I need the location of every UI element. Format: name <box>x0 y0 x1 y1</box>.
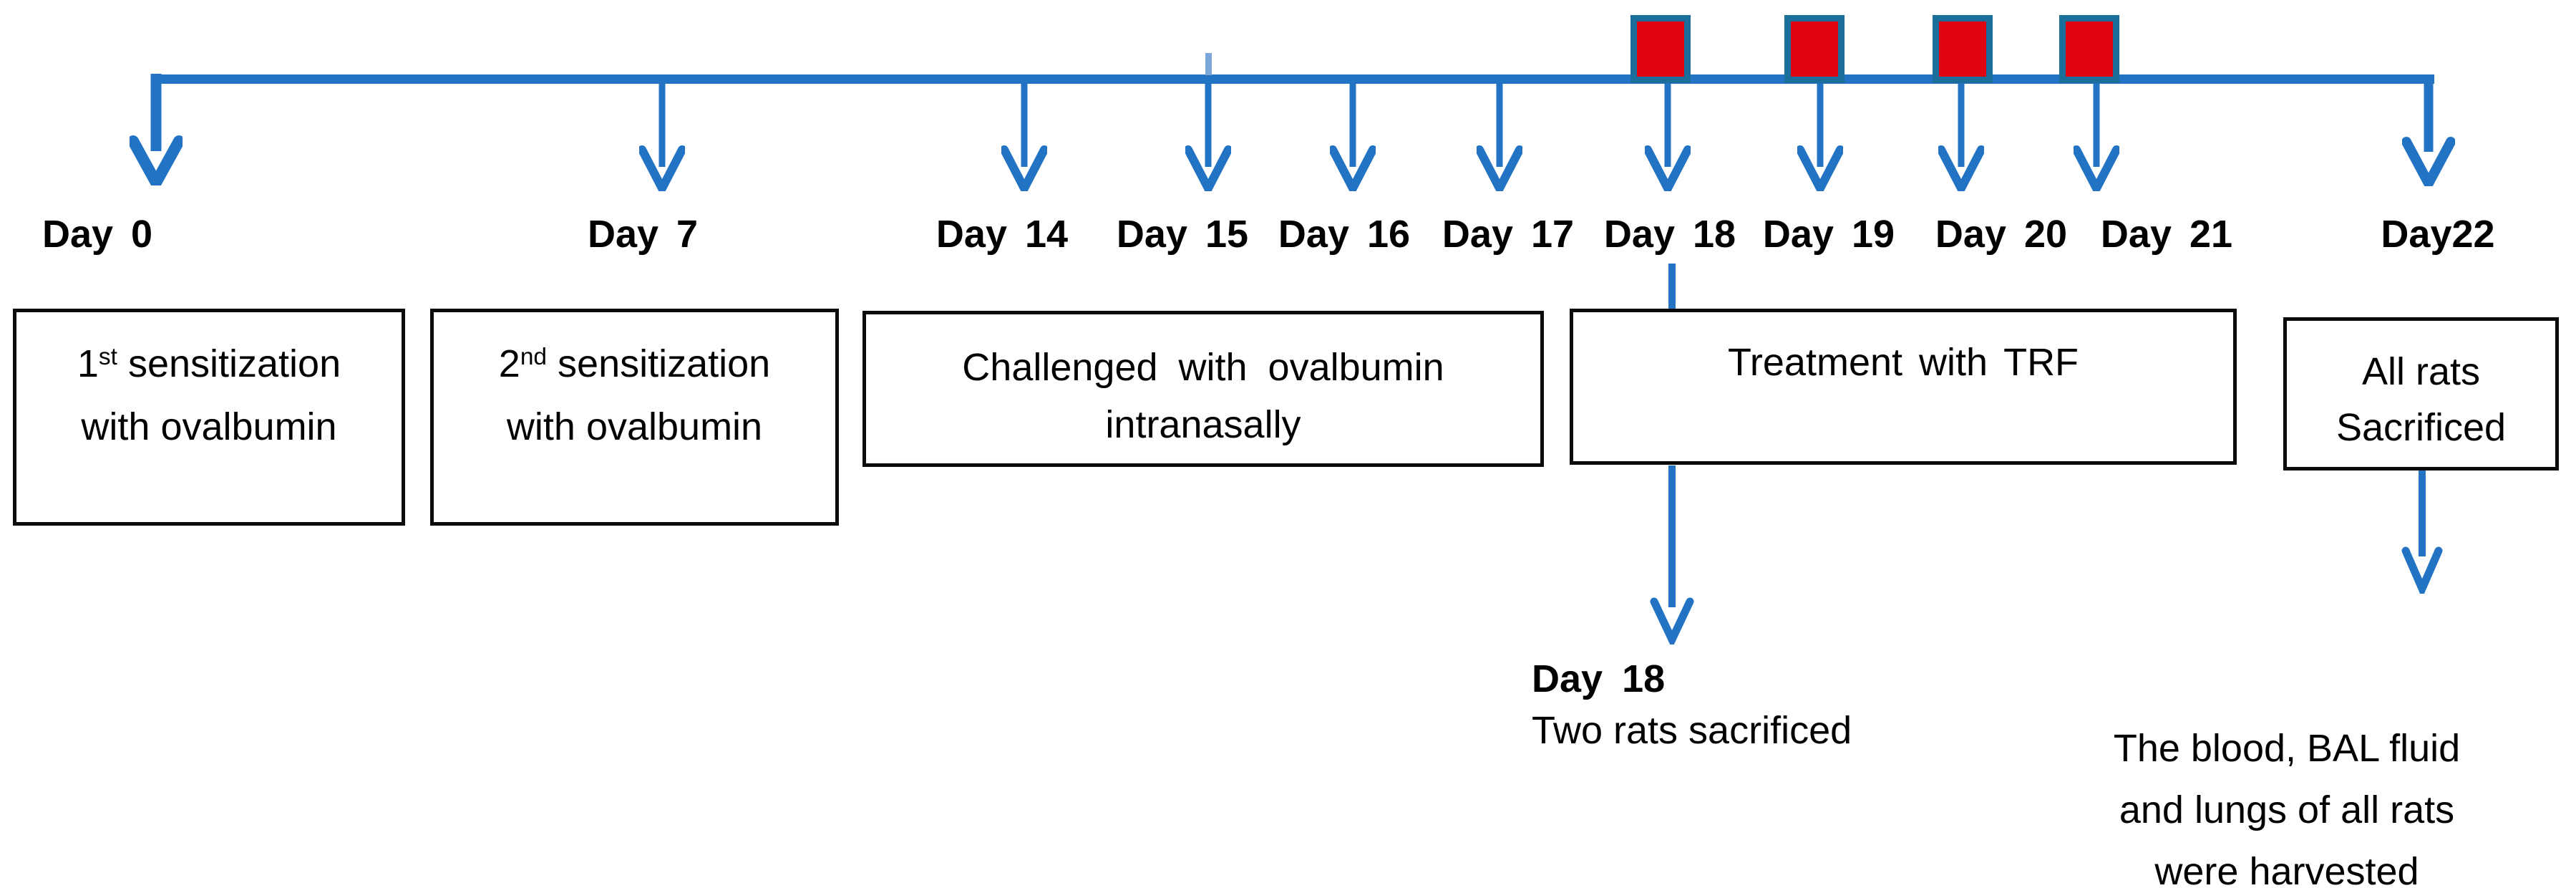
box-text-line: with ovalbumin <box>506 405 763 448</box>
day-label-16: Day 16 <box>1278 213 1411 256</box>
down-arrow-treatment-to-day18-note-icon <box>1650 465 1694 645</box>
down-arrow-day18-icon <box>1645 84 1691 191</box>
day-label-15: Day 15 <box>1116 213 1249 256</box>
box-text-line: 2nd sensitization <box>498 342 771 385</box>
box-text-line: 1st sensitization <box>77 342 341 385</box>
day18-note-subtitle: Two rats sacrificed <box>1532 709 1852 752</box>
box-text-line: Challenged with ovalbumin <box>962 346 1444 389</box>
harvest-note-line: were harvested <box>2154 850 2419 888</box>
day15-tick <box>1205 53 1212 75</box>
box-text-line: All rats <box>2361 350 2481 393</box>
day-label-21: Day 21 <box>2100 213 2233 256</box>
down-arrow-day16-icon <box>1330 84 1376 191</box>
box-text-line: Treatment with TRF <box>1727 341 2079 384</box>
box-first-sensitization: 1st sensitization with ovalbumin <box>13 309 405 526</box>
day18-sacrifice-note: Day 18 Two rats sacrificed <box>1532 653 1852 756</box>
box-all-rats-sacrificed: All rats Sacrificed <box>2283 317 2559 470</box>
harvest-note-line: The blood, BAL fluid <box>2113 727 2461 770</box>
day18-note-title: Day 18 <box>1532 657 1666 700</box>
harvest-note-line: and lungs of all rats <box>2119 788 2455 831</box>
treatment-marker-day19 <box>1784 15 1844 83</box>
box-text-line: with ovalbumin <box>81 405 337 448</box>
treatment-marker-day18 <box>1630 15 1691 83</box>
box-second-sensitization: 2nd sensitization with ovalbumin <box>430 309 839 526</box>
box-trf-treatment: Treatment with TRF <box>1570 309 2237 465</box>
down-arrow-day22-icon <box>2402 74 2455 186</box>
down-arrow-sacrifice-to-harvest-note-icon <box>2401 470 2443 594</box>
day-label-14: Day 14 <box>935 213 1069 256</box>
down-arrow-day17-icon <box>1477 84 1522 191</box>
box-ovalbumin-challenge: Challenged with ovalbumin intranasally <box>862 311 1544 467</box>
day-label-19: Day 19 <box>1762 213 1895 256</box>
day-label-0: Day 0 <box>42 213 153 256</box>
box-text-line: Sacrificed <box>2336 406 2507 449</box>
harvest-note: The blood, BAL fluid and lungs of all ra… <box>2036 718 2537 888</box>
treatment-marker-day20 <box>1933 15 1993 83</box>
down-arrow-day7-icon <box>639 84 685 191</box>
day-label-20: Day 20 <box>1935 213 2068 256</box>
down-arrow-day14-icon <box>1001 84 1047 191</box>
day-label-7: Day 7 <box>587 213 699 256</box>
down-arrow-day20-icon <box>1938 84 1984 191</box>
timeline-bar <box>152 74 2434 84</box>
down-arrow-day0-icon <box>130 74 183 185</box>
treatment-marker-day21 <box>2059 15 2119 83</box>
day18-connector-stub <box>1668 264 1676 309</box>
day-label-22: Day22 <box>2381 213 2495 256</box>
down-arrow-day15-icon <box>1185 84 1231 191</box>
day-label-18: Day 18 <box>1603 213 1736 256</box>
down-arrow-day21-icon <box>2074 84 2119 191</box>
day-label-17: Day 17 <box>1442 213 1575 256</box>
box-text-line: intranasally <box>1105 403 1301 446</box>
down-arrow-day19-icon <box>1797 84 1843 191</box>
